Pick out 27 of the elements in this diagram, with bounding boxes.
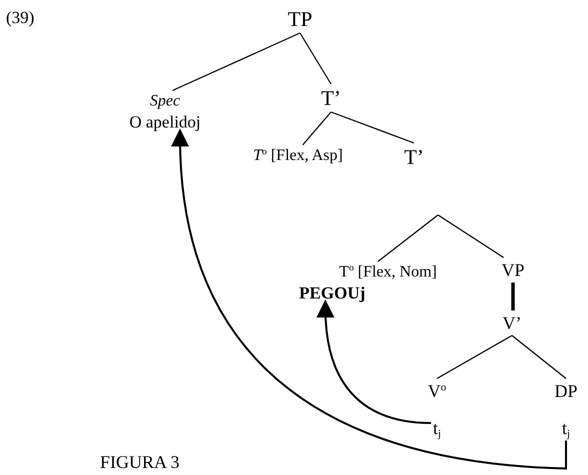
figure-caption: FIGURA 3 <box>100 452 180 474</box>
tree-branch <box>330 111 414 144</box>
tree-node-label: t$_{j}$ <box>562 416 570 440</box>
tree-branch <box>511 282 515 310</box>
movement-arrow <box>316 300 432 424</box>
tree-node-label: T$^{o}$ [Flex, Nom] <box>338 262 437 282</box>
tree-node-label: O apelidoj <box>129 111 201 133</box>
tree-node-label: V’ <box>502 312 522 334</box>
tree-node-label: VP <box>502 258 524 282</box>
tree-node-label: T’ <box>321 84 341 112</box>
tree-node-label: V$^{o}$ <box>428 380 446 402</box>
tree-node-label: T’ <box>404 144 424 170</box>
position-label: Spec <box>150 91 180 112</box>
tree-node-label: t$_{j}$ <box>433 416 441 440</box>
tree-branch <box>302 112 332 146</box>
tree-node-label: TP <box>288 6 312 32</box>
tree-branch <box>438 214 504 258</box>
example-number: (39) <box>6 8 34 28</box>
moved-word: PEGOUj <box>299 282 366 304</box>
tree-branch <box>436 334 512 380</box>
tree-branch <box>299 32 332 84</box>
tree-branch <box>512 335 566 379</box>
movement-arrow <box>172 128 567 470</box>
tree-branch <box>378 214 438 262</box>
tree-node-label: T$^{o}$ [Flex, Asp] <box>253 146 343 166</box>
tree-branch <box>172 32 300 92</box>
tree-node-label: DP <box>554 380 578 402</box>
